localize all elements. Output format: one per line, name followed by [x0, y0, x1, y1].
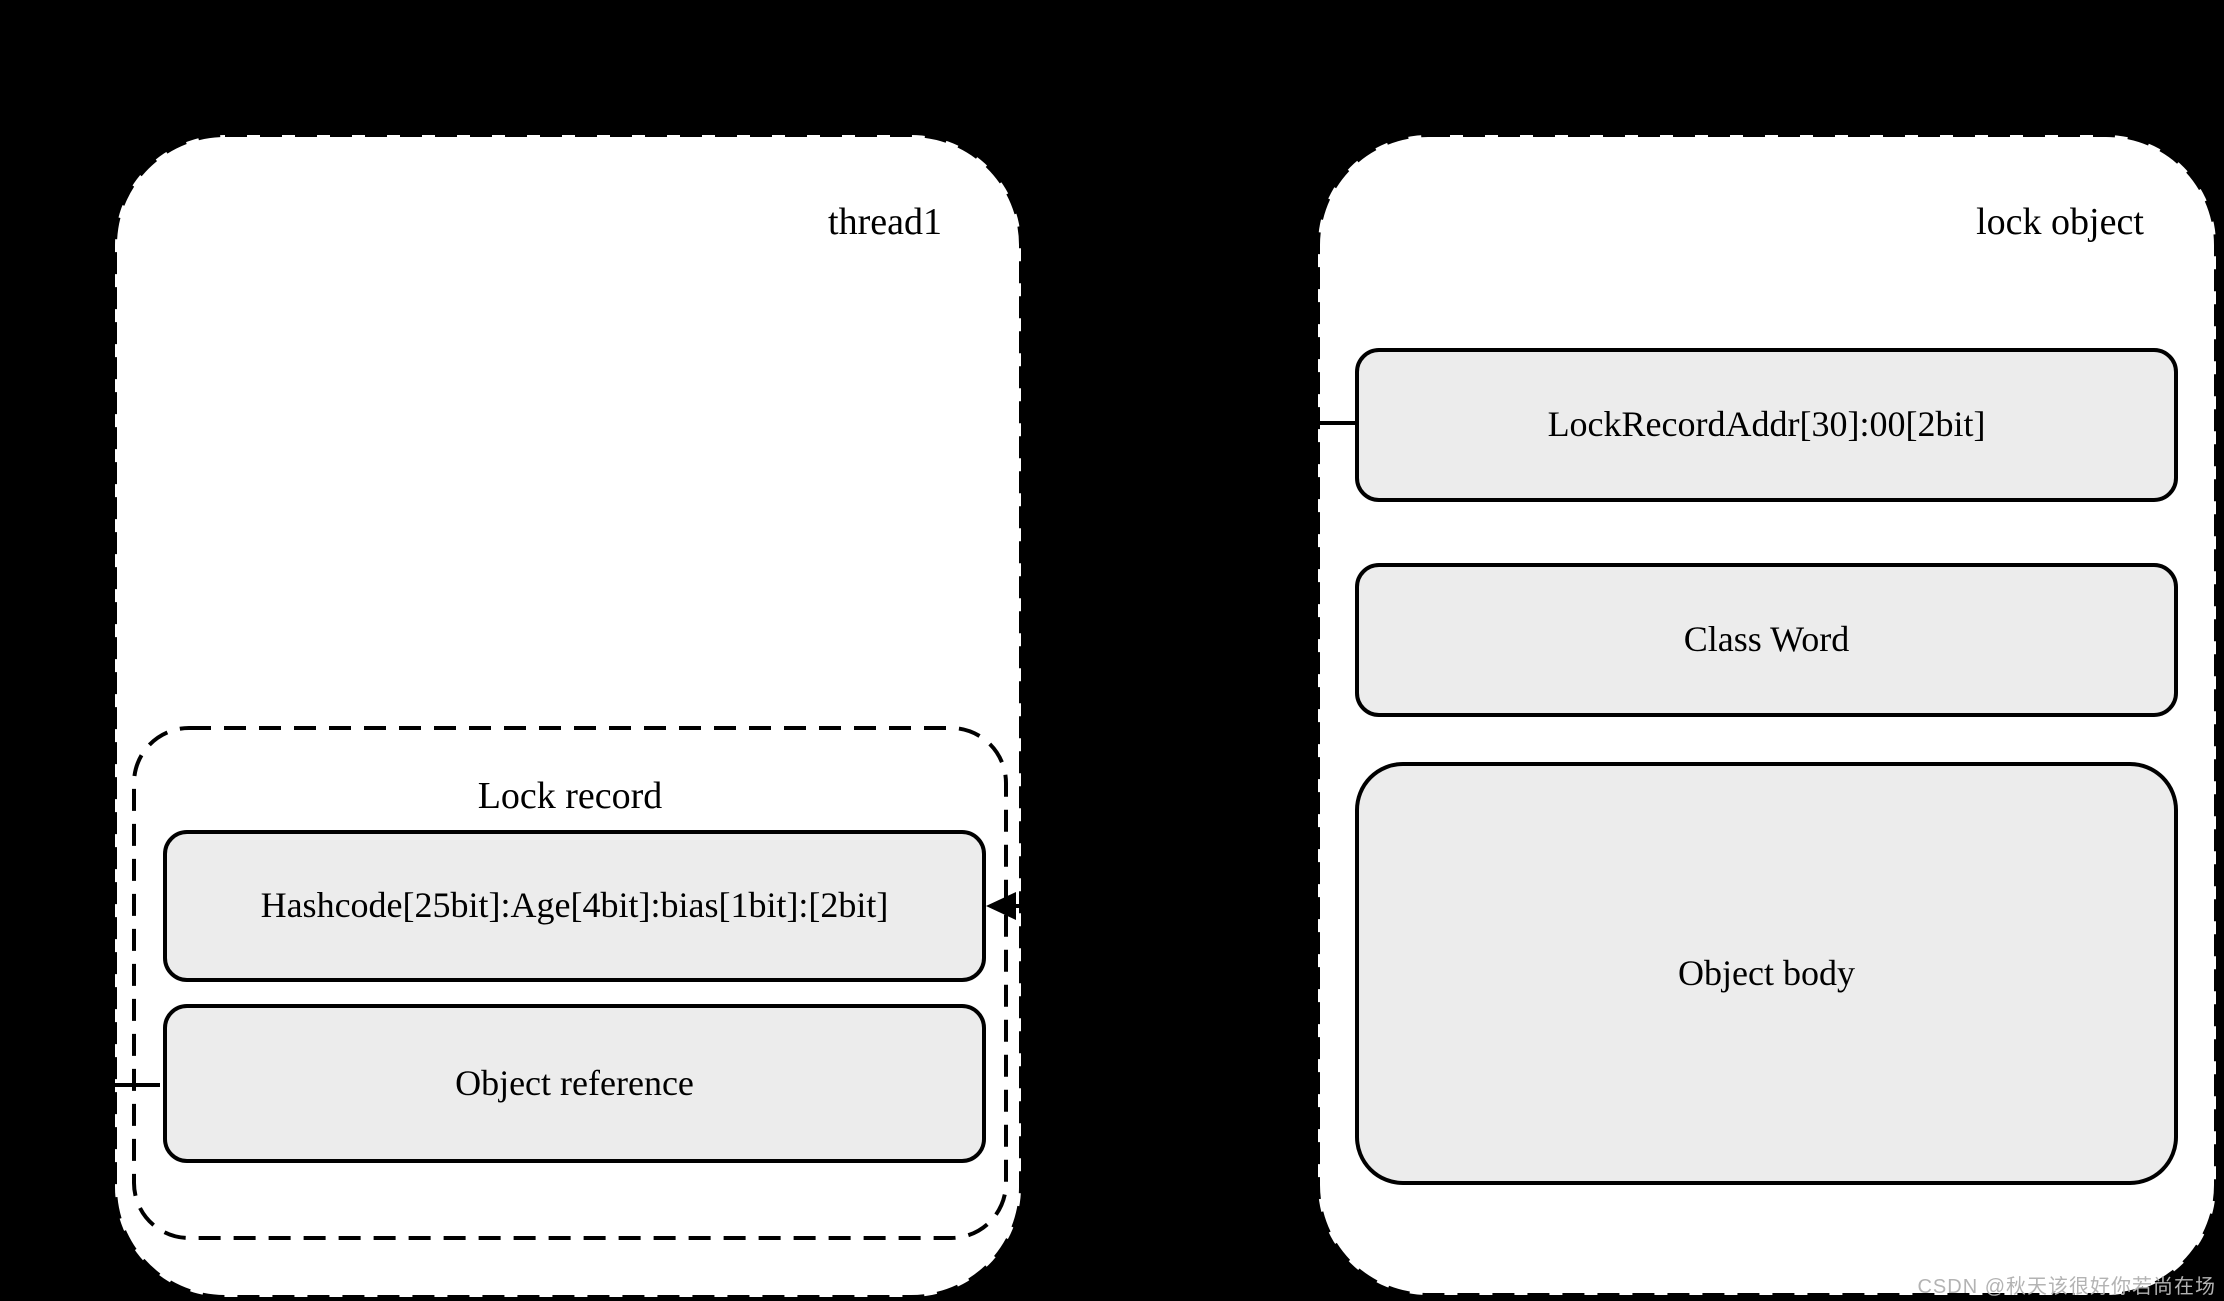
csdn-watermark: CSDN @秋天该很好你若尚在场	[1917, 1276, 2216, 1298]
thread-panel-title: thread1	[828, 201, 942, 243]
arrowhead-left-icon	[986, 892, 1016, 920]
mark-word-copy-row: Hashcode[25bit]:Age[4bit]:bias[1bit]:[2b…	[163, 830, 986, 982]
object-body-row: Object body	[1355, 762, 2178, 1185]
lock-record-addr-row: LockRecordAddr[30]:00[2bit]	[1355, 348, 2178, 502]
lock-record-title: Lock record	[477, 775, 663, 817]
object-reference-row: Object reference	[163, 1004, 986, 1163]
lock-object-panel-title: lock object	[1976, 201, 2144, 243]
class-word-row: Class Word	[1355, 563, 2178, 717]
